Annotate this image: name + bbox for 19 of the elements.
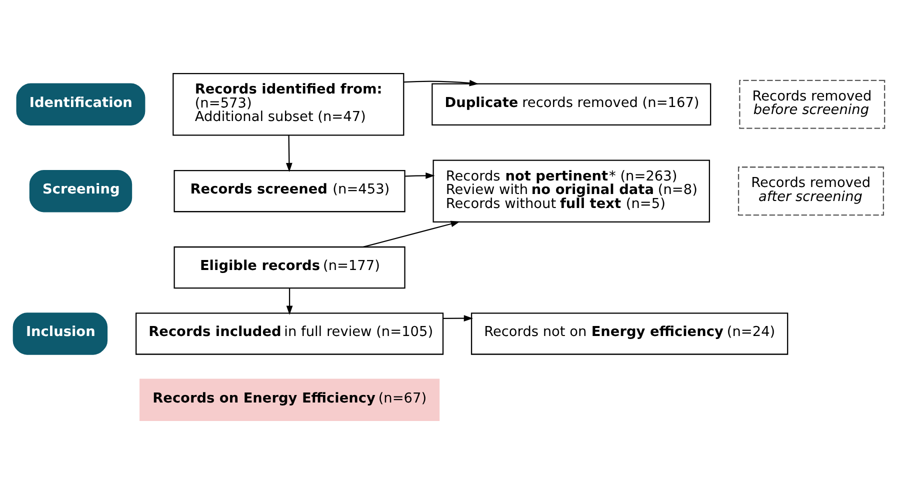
node-box: Records included in full review (n=105) xyxy=(136,312,444,355)
node-box: Records not pertinent* (n=263) Review with no original data (n=8) Records without full text (n=5) xyxy=(432,160,710,222)
node-box: Identification xyxy=(16,83,146,126)
node-box: Records removed before screening xyxy=(739,80,886,129)
arrow xyxy=(286,288,293,315)
node-box: Records removed after screening xyxy=(738,166,884,216)
node-box: Records not on Energy efficiency (n=24) xyxy=(470,312,788,355)
arrow xyxy=(286,136,292,172)
node-box: Screening xyxy=(29,170,132,212)
node-box: Eligible records (n=177) xyxy=(174,246,406,289)
arrow xyxy=(404,80,479,86)
node-box: Records screened (n=453) xyxy=(174,170,406,212)
arrow xyxy=(363,220,460,248)
node-box: Duplicate records removed (n=167) xyxy=(432,83,712,126)
arrow xyxy=(405,172,435,179)
node-box: Records on Energy Efficiency (n=67) xyxy=(140,378,440,421)
arrow xyxy=(443,315,474,322)
node-box: Records identified from: (n=573) Additional subset (n=47) xyxy=(172,73,404,136)
node-box: Inclusion xyxy=(12,312,108,355)
